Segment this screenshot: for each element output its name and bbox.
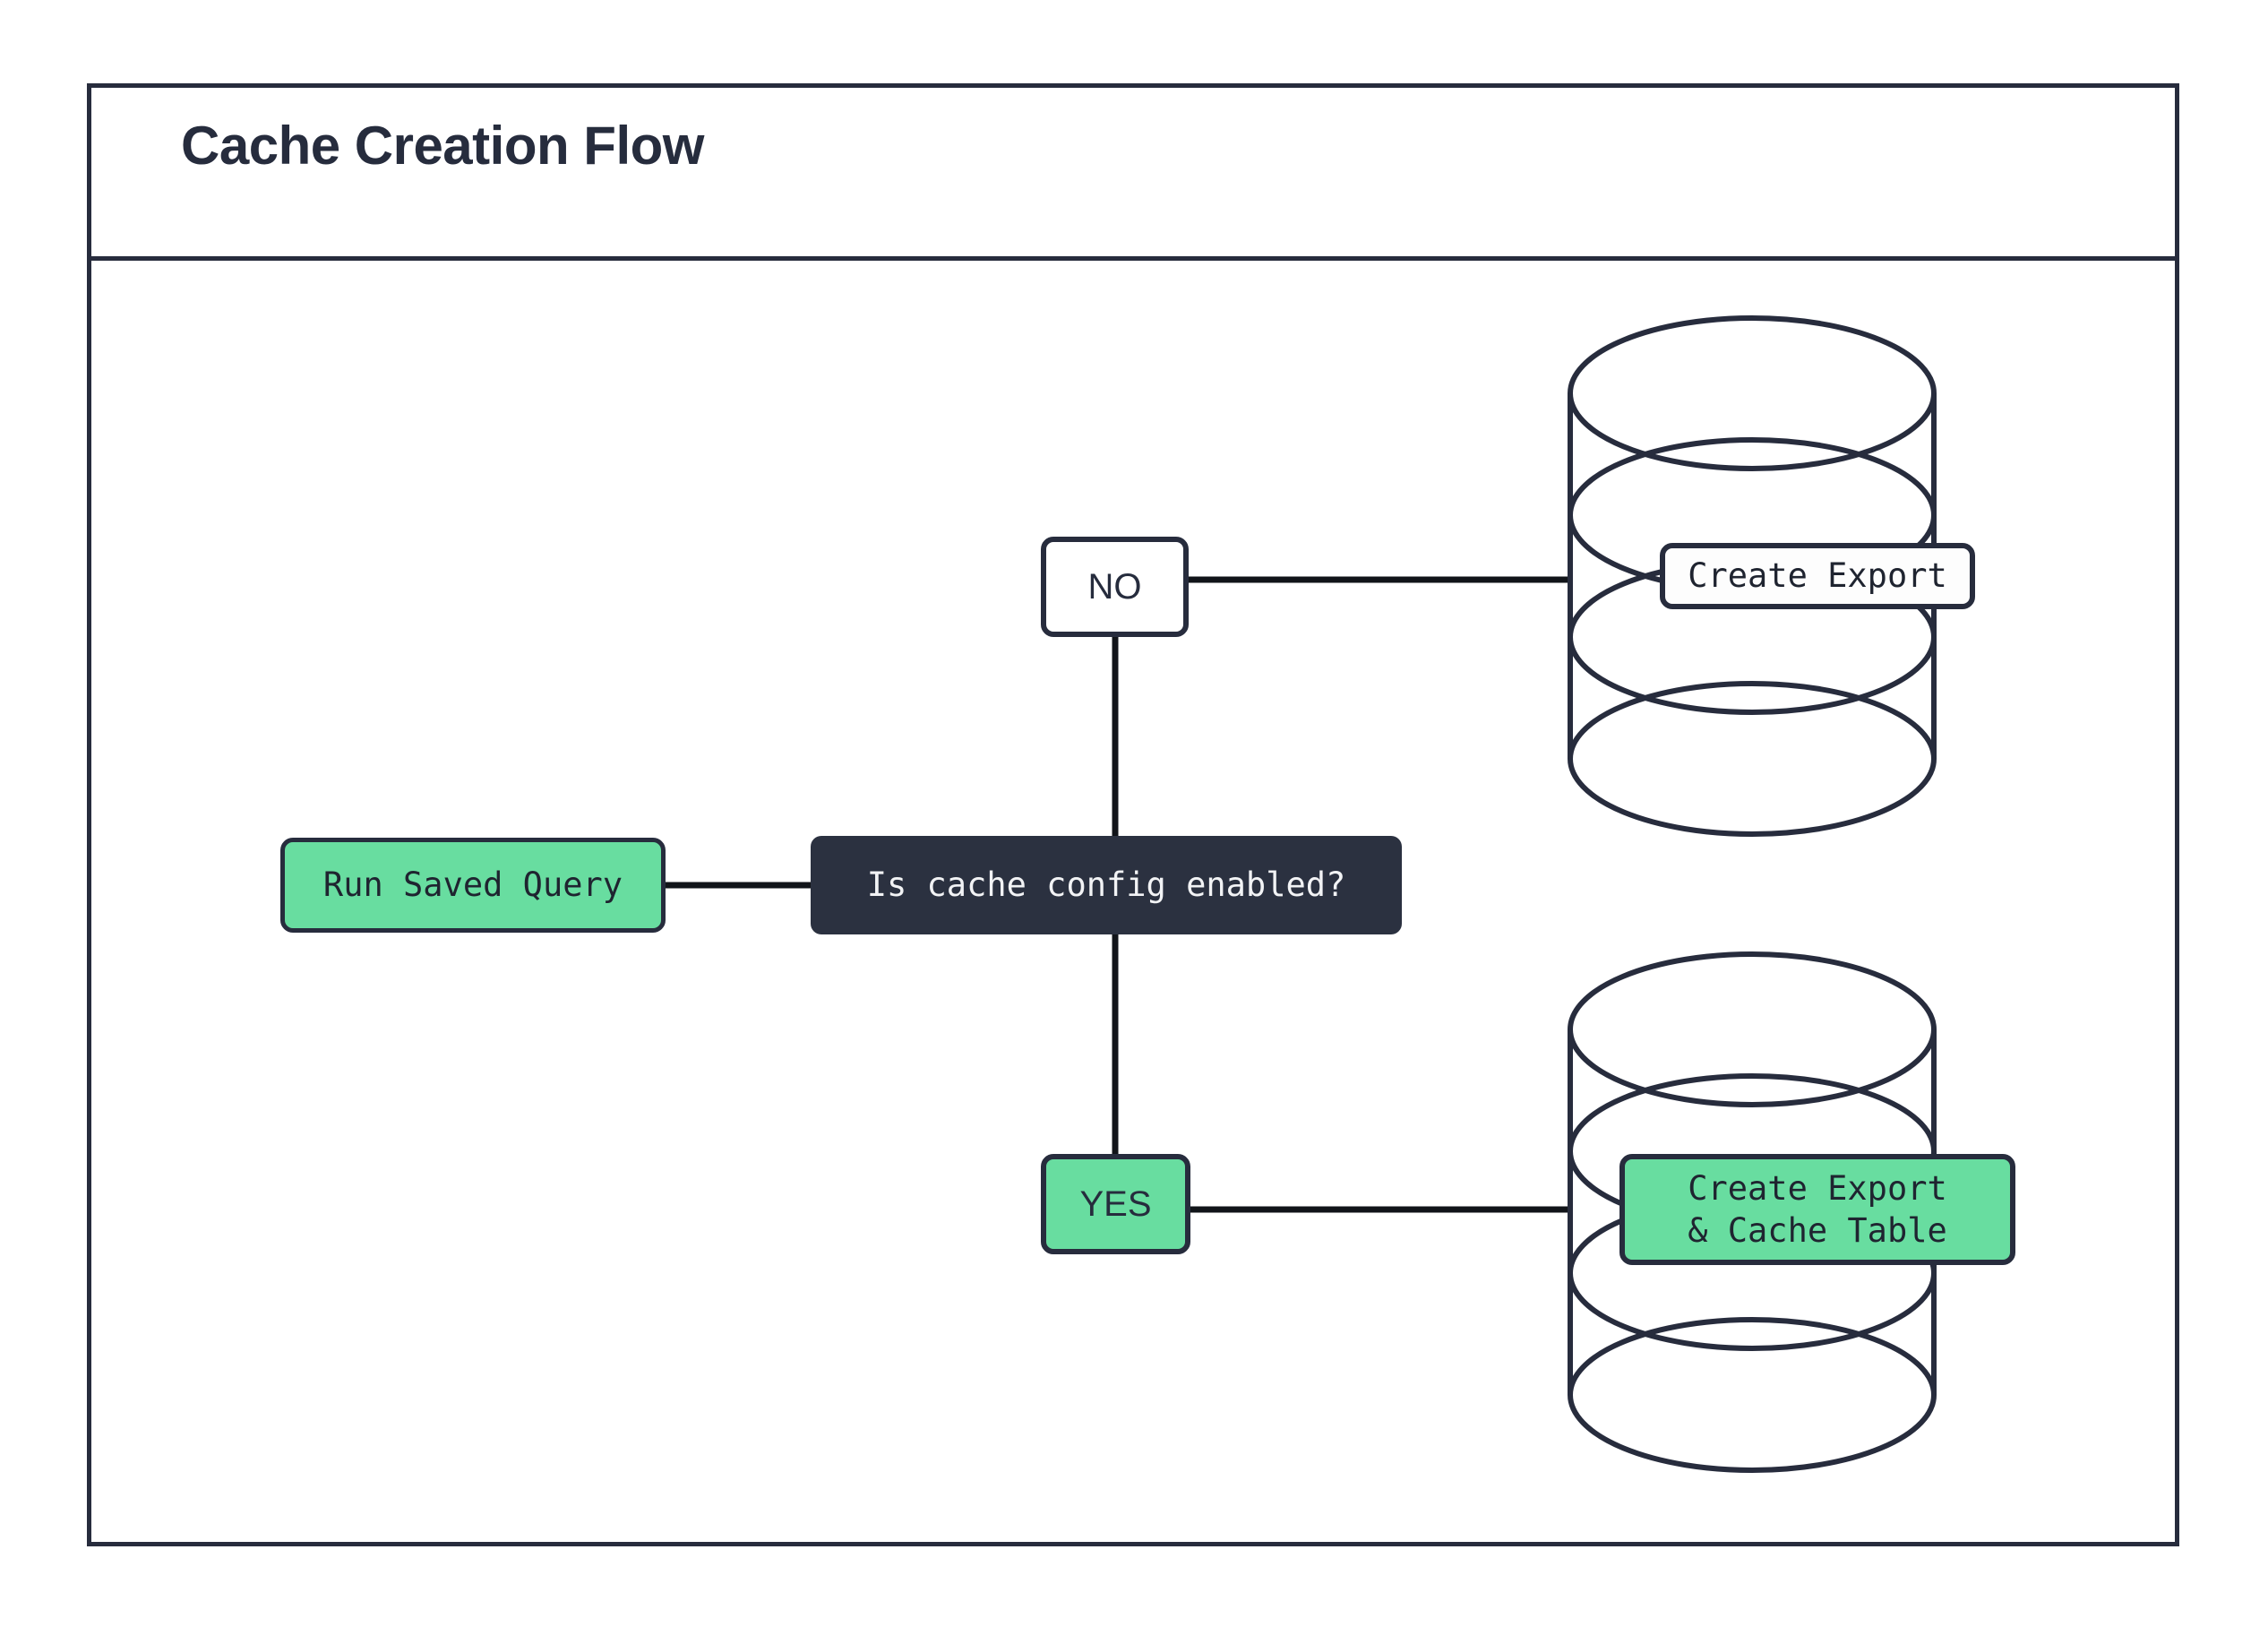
database-label-create-export: Create Export: [1660, 543, 1975, 609]
diagram-header-bar: [87, 83, 2179, 261]
node-is-cache-config-enabled[interactable]: Is cache config enabled?: [811, 836, 1402, 934]
node-branch-no[interactable]: NO: [1041, 537, 1189, 637]
page-title: Cache Creation Flow: [181, 116, 704, 176]
node-branch-yes[interactable]: YES: [1041, 1154, 1190, 1254]
database-label-create-export-cache-table: Create Export & Cache Table: [1619, 1154, 2015, 1265]
node-run-saved-query[interactable]: Run Saved Query: [280, 838, 666, 933]
